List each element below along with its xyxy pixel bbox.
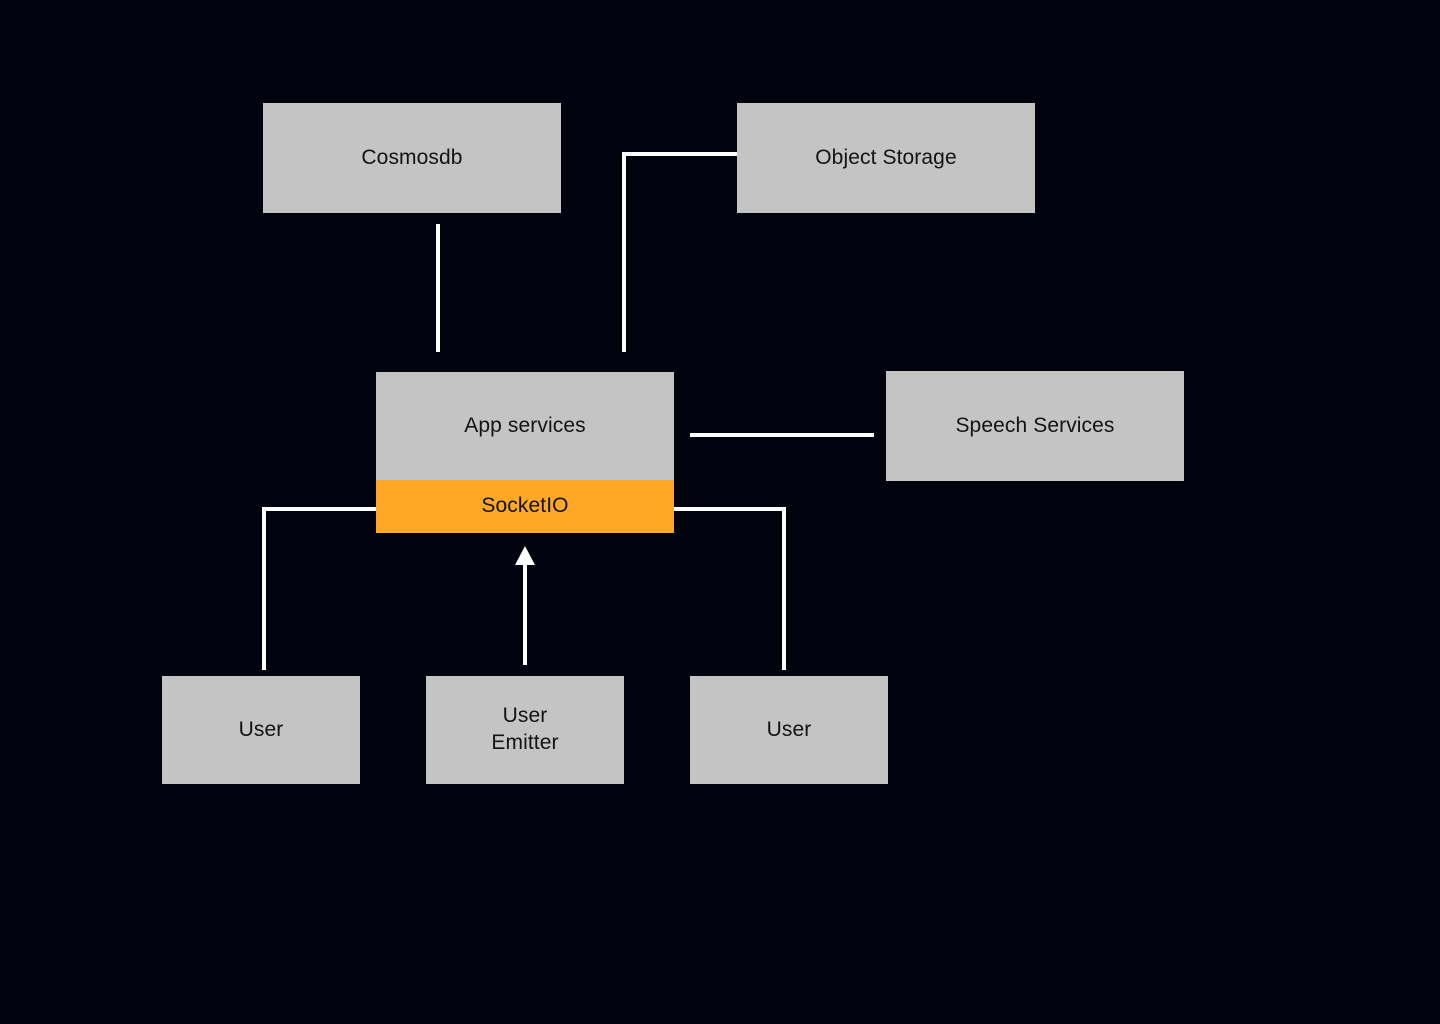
node-app-services-group: App services SocketIO bbox=[376, 372, 674, 533]
edge-cosmosdb-to-app-services bbox=[436, 224, 440, 352]
edge-object-storage-to-app-services-horizontal bbox=[622, 152, 738, 156]
node-user-right[interactable]: User bbox=[690, 676, 888, 784]
node-user-left[interactable]: User bbox=[162, 676, 360, 784]
node-socketio[interactable]: SocketIO bbox=[376, 480, 674, 533]
edge-socketio-to-user-left-vertical bbox=[262, 507, 266, 670]
node-user-emitter[interactable]: User Emitter bbox=[426, 676, 624, 784]
node-speech-services[interactable]: Speech Services bbox=[886, 371, 1184, 481]
edge-user-emitter-to-socketio-shaft bbox=[523, 563, 527, 665]
edge-socketio-to-user-right-horizontal bbox=[674, 507, 786, 511]
arrow-up-icon bbox=[515, 546, 535, 565]
edge-socketio-to-user-left-horizontal bbox=[262, 507, 377, 511]
edge-object-storage-to-app-services-vertical bbox=[622, 152, 626, 352]
node-object-storage[interactable]: Object Storage bbox=[737, 103, 1035, 213]
edge-app-services-to-speech-services bbox=[690, 433, 874, 437]
node-app-services[interactable]: App services bbox=[376, 372, 674, 480]
node-cosmosdb[interactable]: Cosmosdb bbox=[263, 103, 561, 213]
edge-socketio-to-user-right-vertical bbox=[782, 507, 786, 670]
